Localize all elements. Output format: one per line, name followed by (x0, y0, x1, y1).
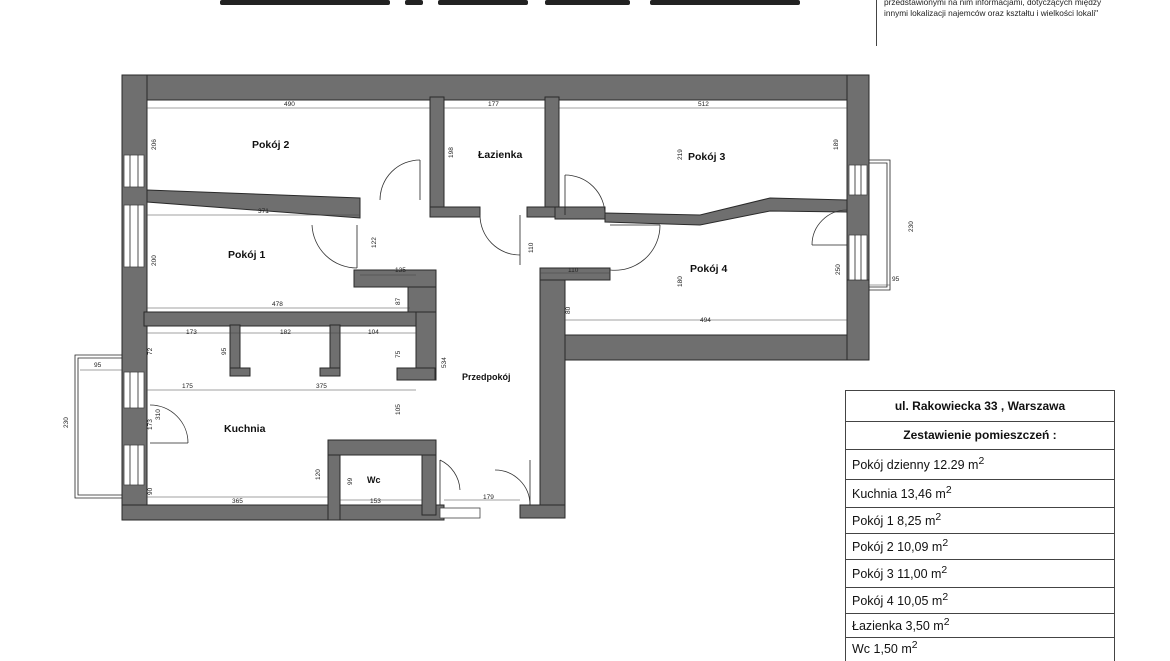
summary-address-row: ul. Rakowiecka 33 , Warszawa (846, 391, 1114, 422)
note-line-2: innymi lokalizacji najemców oraz kształt… (884, 8, 1099, 18)
dim-label: 179 (483, 494, 494, 501)
walls (121, 74, 870, 521)
title-fragment (210, 0, 810, 6)
summary-item: Pokój 3 11,00 m (852, 567, 942, 582)
dim-label: 122 (371, 237, 378, 248)
summary-row: Pokój 1 8,25 m2 (846, 507, 1114, 534)
dim-label: 250 (835, 264, 842, 275)
dim-label: 90 (147, 487, 154, 495)
dim-label: 110 (568, 267, 579, 274)
room-label-przedpokoj: Przedpokój (462, 372, 511, 382)
dim-label: 120 (315, 469, 322, 480)
summary-item-sup: 2 (911, 639, 918, 651)
summary-item-sup: 2 (941, 564, 948, 576)
summary-row: Pokój 4 10,05 m2 (846, 587, 1114, 614)
summary-item: Kuchnia 13,46 m (852, 487, 946, 502)
dim-label: 534 (441, 357, 448, 368)
dim-label: 153 (370, 498, 381, 505)
summary-item-sup: 2 (935, 511, 942, 523)
dimension-lines (80, 107, 890, 501)
dim-label: 95 (892, 276, 900, 283)
dim-label: 75 (395, 350, 402, 358)
dim-label: 135 (395, 267, 406, 274)
summary-item: Pokój 1 8,25 m (852, 514, 936, 529)
room-label-kuchnia: Kuchnia (224, 423, 266, 435)
dim-label: 87 (395, 297, 402, 305)
dim-label: 200 (151, 255, 158, 266)
room-label-pokoj1: Pokój 1 (228, 249, 266, 261)
wall-pokoj3-pokoj4 (604, 197, 848, 226)
balconies (74, 159, 891, 499)
dim-label: 175 (182, 383, 193, 390)
dim-label: 310 (155, 409, 162, 420)
dim-label: 95 (94, 362, 102, 369)
room-label-pokoj4: Pokój 4 (690, 263, 728, 275)
room-label-wc: Wc (367, 475, 381, 485)
summary-item-sup: 2 (943, 616, 950, 628)
dim-label: 230 (908, 221, 915, 232)
summary-row: Pokój 3 11,00 m2 (846, 559, 1114, 588)
dim-label: 371 (258, 208, 269, 215)
legal-note: przedstawionymi na nim informacjami, dot… (876, 0, 1167, 46)
room-label-pokoj3: Pokój 3 (688, 151, 726, 163)
summary-item: Pokój dzienny 12.29 m (852, 458, 979, 473)
dim-label: 110 (528, 242, 535, 253)
summary-item: Pokój 4 10,05 m (852, 594, 943, 609)
dim-label: 189 (833, 139, 840, 150)
room-label-pokoj2: Pokój 2 (252, 139, 290, 151)
summary-row: Wc 1,50 m2 (846, 637, 1114, 659)
dim-label: 177 (488, 101, 499, 108)
summary-heading-row: Zestawienie pomieszczeń : (846, 421, 1114, 450)
dim-label: 478 (272, 301, 283, 308)
dim-label: 173 (147, 419, 154, 430)
summary-item-sup: 2 (978, 455, 985, 467)
summary-item: Pokój 2 10,09 m (852, 540, 943, 555)
dim-label: 365 (232, 498, 243, 505)
dim-label: 375 (316, 383, 327, 390)
summary-item: Łazienka 3,50 m (852, 619, 944, 634)
summary-item-sup: 2 (945, 484, 952, 496)
wall-pokoj2-pokoj1 (146, 189, 361, 219)
windows (123, 154, 868, 519)
summary-row: Pokój dzienny 12.29 m2 (846, 449, 1114, 480)
dim-label: 198 (448, 147, 455, 158)
dim-label: 72 (147, 347, 154, 355)
summary-row: Łazienka 3,50 m2 (846, 613, 1114, 638)
dim-label: 180 (677, 276, 684, 287)
dim-label: 80 (565, 306, 572, 314)
summary-address: ul. Rakowiecka 33 , Warszawa (894, 399, 1066, 413)
doors (149, 159, 848, 506)
summary-item: Wc 1,50 m (852, 642, 912, 657)
note-line-1: przedstawionymi na nim informacjami, dot… (884, 0, 1102, 7)
summary-row: Pokój 2 10,09 m2 (846, 533, 1114, 560)
dim-label: 95 (221, 347, 228, 355)
dim-label: 512 (698, 101, 709, 108)
summary-item-sup: 2 (942, 591, 949, 603)
dim-label: 490 (284, 101, 295, 108)
room-summary-table: ul. Rakowiecka 33 , Warszawa Zestawienie… (845, 390, 1115, 661)
dim-label: 206 (151, 139, 158, 150)
summary-item-sup: 2 (942, 537, 949, 549)
summary-heading: Zestawienie pomieszczeń : (903, 428, 1057, 442)
dim-label: 230 (63, 417, 70, 428)
dim-label: 99 (347, 477, 354, 485)
dim-label: 173 (186, 329, 197, 336)
dim-label: 219 (677, 149, 684, 160)
summary-row: Kuchnia 13,46 m2 (846, 479, 1114, 508)
dim-label: 104 (368, 329, 379, 336)
room-label-lazienka: Łazienka (478, 149, 523, 161)
dim-label: 494 (700, 317, 711, 324)
dim-label: 105 (395, 404, 402, 415)
dim-label: 182 (280, 329, 291, 336)
